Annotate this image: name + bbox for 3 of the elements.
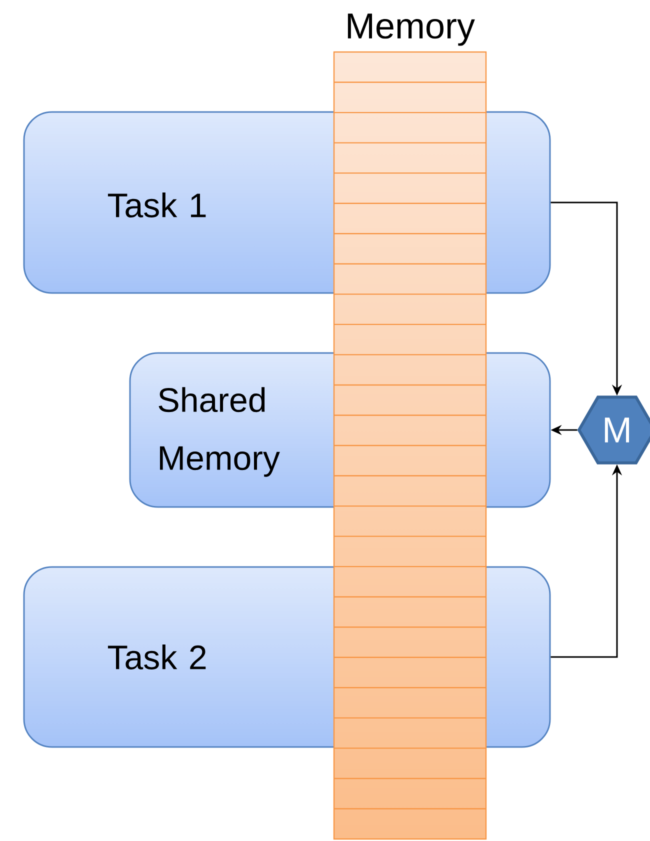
hexagon: M xyxy=(577,396,650,464)
heading: Memory xyxy=(348,14,475,46)
memory-column xyxy=(333,51,487,840)
